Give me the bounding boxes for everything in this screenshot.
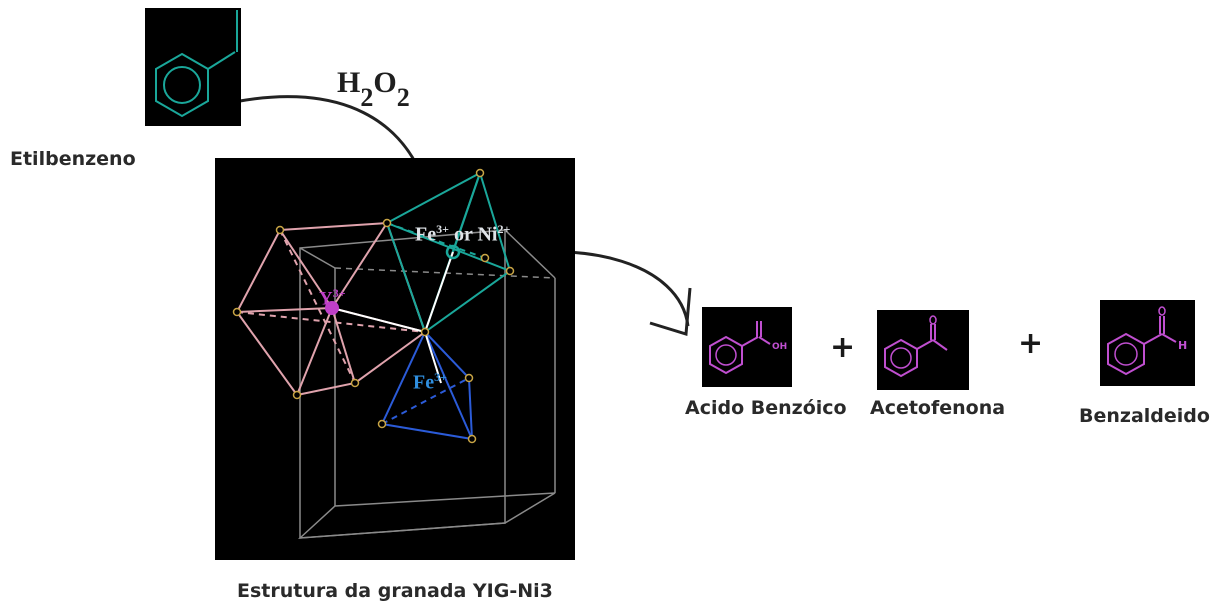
benzoic-acid-structure-panel: OH [702,307,792,387]
y-site-atom [325,301,339,315]
oxidant-o: O [373,66,397,99]
reactant-label: Etilbenzeno [10,148,136,170]
ethylbenzene-structure [155,10,238,118]
arrow-head-products [649,287,692,336]
benzoic-oh-text: OH [772,342,787,352]
fe-ni-site-label: Fe3+ or Ni2+ [415,222,511,246]
benzaldehyde-structure-panel: H [1100,300,1195,386]
catalyst-structure-panel: Fe3+ or Ni2+ Y3+ Fe3+ [215,158,575,560]
product-label-benzaldehyde: Benzaldeido [1079,405,1210,427]
oxidant-sub1: 2 [360,83,374,112]
product-label-acetophenone: Acetofenona [870,397,1006,419]
catalyst-label: Estrutura da granada YIG-Ni3 [237,580,553,602]
oxidant-h: H [337,66,361,99]
oxidant-formula: H2O2 [337,66,410,113]
benzaldehyde-structure: H [1107,306,1187,376]
acetophenone-structure [884,315,948,378]
benzaldehyde-h-text: H [1178,339,1187,352]
benzoic-acid-structure: OH [709,321,787,375]
oxidant-sub2: 2 [396,83,410,112]
plus-sign-2: + [1018,326,1044,361]
fe-ni-site-atom [445,244,461,260]
fe-site-label: Fe3+ [413,370,447,394]
acetophenone-structure-panel [877,310,969,390]
product-label-benzoic-acid: Acido Benzóico [685,397,847,419]
y-site-label: Y3+ [319,286,346,310]
garnet-structure [232,168,556,539]
plus-sign-1: + [830,330,856,365]
reactant-structure-panel [145,8,241,126]
